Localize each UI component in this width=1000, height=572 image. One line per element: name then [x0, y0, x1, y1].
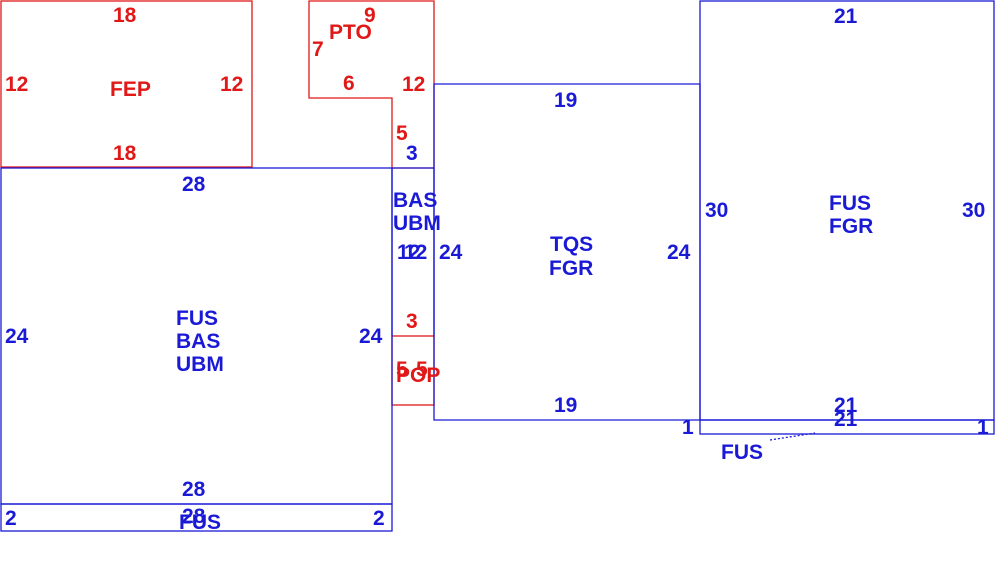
- tqs-area-label-line-1: TQS: [550, 233, 593, 256]
- pop-right-dimension: 5: [416, 358, 428, 381]
- pop-top-dimension: 3: [406, 310, 418, 333]
- fus-leader-line: [769, 432, 816, 441]
- fep-area-label: FEP: [110, 78, 151, 101]
- fep-bottom-dimension: 18: [113, 142, 137, 165]
- fus-strip-outline: [699, 419, 995, 435]
- main-left-dimension: 24: [5, 325, 29, 348]
- bas-strip-top-dimension: 3: [406, 142, 418, 165]
- pop-area-label: POP: [396, 364, 440, 387]
- pto-top-dimension: 9: [364, 4, 376, 27]
- pto-inner-dimension: 6: [343, 72, 355, 95]
- fus-right-left-dimension: 30: [705, 199, 728, 222]
- fep-top-dimension: 18: [113, 4, 137, 27]
- main-top-dimension: 28: [182, 173, 206, 196]
- main-strip-top-dimension: 28: [182, 505, 206, 528]
- main-area-label-line-3: UBM: [176, 353, 224, 376]
- fep-area-outline: [0, 0, 253, 168]
- fep-left-dimension: 12: [5, 73, 28, 96]
- bas-strip-left-dimension: 12: [397, 241, 420, 264]
- main-strip-right-dimension: 2: [373, 507, 385, 530]
- main-strip-left-dimension: 2: [5, 507, 17, 530]
- bas-strip-label-line-1: BAS: [393, 189, 437, 212]
- tqs-right-dimension: 24: [667, 241, 691, 264]
- pop-left-dimension: 5: [396, 358, 408, 381]
- main-strip-outline: [0, 503, 393, 532]
- fus-right-top-dimension: 21: [834, 5, 858, 28]
- main-strip-label: FUS: [179, 511, 221, 534]
- fus-strip-label: FUS: [721, 441, 763, 464]
- tqs-corner-dimension: 1: [682, 416, 694, 439]
- pto-right-dimension: 12: [402, 73, 425, 96]
- fus-right-bottom-dimension: 21: [834, 394, 858, 417]
- tqs-bottom-dimension: 19: [554, 394, 577, 417]
- fus-right-right-dimension: 30: [962, 199, 985, 222]
- pto-area-label: PTO: [329, 21, 372, 44]
- fus-strip-top-dimension: 21: [834, 408, 858, 431]
- main-area-label-line-2: BAS: [176, 330, 220, 353]
- pto-step-dimension: 5: [396, 122, 408, 145]
- fus-right-area-label-line-2: FGR: [829, 215, 873, 238]
- main-bottom-dimension: 28: [182, 478, 206, 501]
- tqs-top-dimension: 19: [554, 89, 577, 112]
- bas-strip-right-dimension: 12: [404, 241, 427, 264]
- tqs-left-dimension: 24: [439, 241, 463, 264]
- main-right-dimension: 24: [359, 325, 383, 348]
- bas-strip-label-line-2: UBM: [393, 212, 441, 235]
- tqs-area-label-line-2: FGR: [549, 257, 593, 280]
- fus-right-area-label-line-1: FUS: [829, 192, 871, 215]
- fep-right-dimension: 12: [220, 73, 243, 96]
- main-area-label-line-1: FUS: [176, 307, 218, 330]
- pto-left-dimension: 7: [312, 38, 324, 61]
- fus-strip-right-dimension: 1: [977, 416, 989, 439]
